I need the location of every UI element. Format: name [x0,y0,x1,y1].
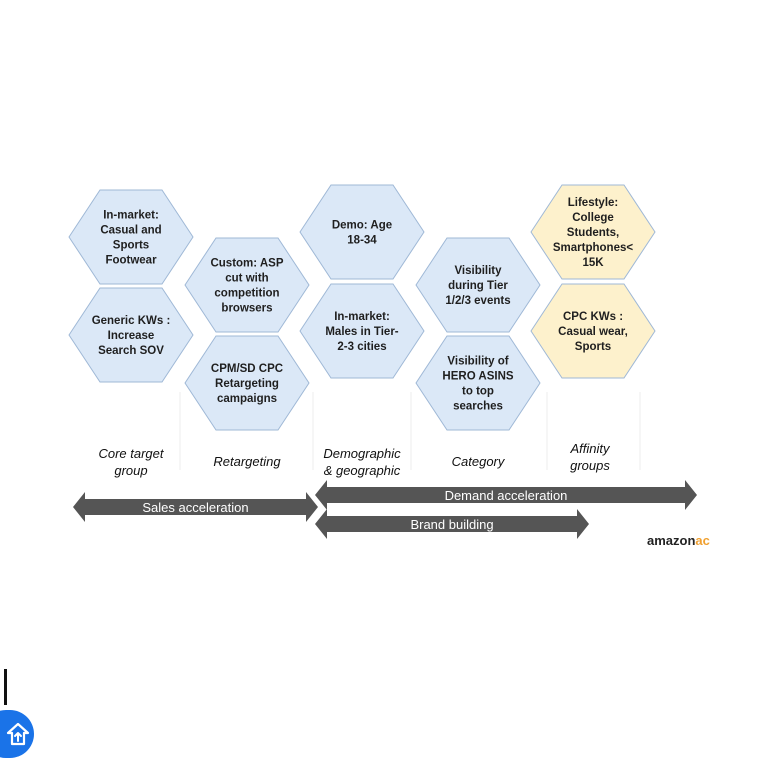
hexagon-text-line: Search SOV [98,345,164,357]
arrow-label: Brand building [410,517,493,532]
column-label-retargeting: Retargeting [213,454,281,469]
arrow-label: Sales acceleration [142,500,248,515]
hexagon-text-line: Visibility of [447,356,508,368]
logo-main-text: amazon [647,533,695,548]
upload-home-icon [6,722,30,746]
hexagon-text-line: during Tier [448,280,508,292]
hexagon-text-line: Custom: ASP [210,258,283,270]
hexagon-text-line: Generic KWs : [92,315,171,327]
hexagon-text-line: 15K [582,257,604,269]
hexagon-text-line: Increase [108,330,155,342]
hexagon-group: In-market:Casual andSportsFootwearGeneri… [68,184,656,431]
hexagon-text-line: Sports [575,341,611,353]
hexagon-text-line: to top [462,386,494,398]
hexagon-text-line: Students, [567,227,619,239]
hexagon-shape [68,189,194,285]
arrow-sales-acceleration: Sales acceleration [73,492,318,522]
column-separators [179,392,641,470]
hexagon-text-line: Visibility [454,265,502,277]
hexagon-text-line: Casual and [100,225,161,237]
column-label-demographic: Demographic [323,446,401,461]
hexagon-shape [299,283,425,379]
hexagon-text-line: Smartphones< [553,242,633,254]
hexagon-shape [415,335,541,431]
hexagon-text-line: Casual wear, [558,326,628,338]
hexagon-custom-asp: Custom: ASP cut with competition browsers [184,237,310,333]
column-label-group: Core target group Retargeting Demographic & … [98,441,611,478]
hexagon-text-line: Demo: Age [332,220,392,232]
hexagon-shape [299,184,425,280]
amazon-logo: amazonac [647,533,710,548]
hexagon-cpc-kws: CPC KWs : Casual wear, Sports [530,283,656,379]
hexagon-shape [68,287,194,383]
hexagon-text-line: 18-34 [347,235,377,247]
hexagon-text-line: CPC KWs : [563,311,623,323]
hexagon-text-line: Males in Tier- [325,326,398,338]
hexagon-shape [415,237,541,333]
hexagon-text-line: campaigns [217,393,277,405]
column-label-core-target: group [114,463,147,478]
arrow-brand-building: Brand building [315,509,589,539]
hexagon-text-line: Sports [113,240,149,252]
column-label-category: Category [452,454,506,469]
hexagon-shape [184,237,310,333]
hexagon-text-line: In-market: [103,210,159,222]
arrow-demand-acceleration: Demand acceleration [315,480,697,510]
hexagon-text-line: 2-3 cities [337,341,386,353]
hexagon-text-line: Retargeting [215,378,279,390]
arrow-shape [73,492,318,522]
hexagon-text-line: In-market: [334,311,390,323]
arrow-group: Sales acceleration Demand accelerationBra… [73,480,697,539]
hexagon-cpm-sd-cpc: CPM/SD CPC Retargeting campaigns [184,335,310,431]
hexagon-text-line: Footwear [105,255,157,267]
hexagon-shape [184,335,310,431]
hexagon-text-line: competition [214,288,279,300]
logo-accent-text: ac [695,533,709,548]
hexagon-text-line: searches [453,401,503,413]
column-label-core-target: Core target [98,446,164,461]
hexagon-text-line: browsers [221,303,272,315]
hexagon-visibility-hero: Visibility of HERO ASINS to top searches [415,335,541,431]
hexagon-text-line: CPM/SD CPC [211,363,283,375]
hexagon-text-line: HERO ASINS [442,371,513,383]
hexagon-demo-age: Demo: Age 18-34 [299,184,425,280]
column-label-affinity: Affinity [569,441,611,456]
arrow-label: Demand acceleration [445,488,568,503]
arrow-shape [315,480,697,510]
marketing-strategy-diagram: In-market:Casual andSportsFootwearGeneri… [68,184,710,548]
column-label-demographic: & geographic [324,463,401,478]
hexagon-shape [530,184,656,280]
hexagon-shape [530,283,656,379]
hexagon-text-line: College [572,212,614,224]
hexagon-text-line: cut with [225,273,268,285]
hexagon-text-line: 1/2/3 events [445,295,510,307]
hexagon-in-market-males: In-market: Males in Tier- 2-3 cities [299,283,425,379]
hexagon-text-line: Lifestyle: [568,197,619,209]
hexagon-visibility-tier: Visibility during Tier 1/2/3 events [415,237,541,333]
cursor-bar [4,669,7,705]
column-label-affinity: groups [570,458,610,473]
arrow-shape [315,509,589,539]
svg-text:amazonac: amazonac [647,533,710,548]
floating-action-button[interactable] [0,710,34,758]
